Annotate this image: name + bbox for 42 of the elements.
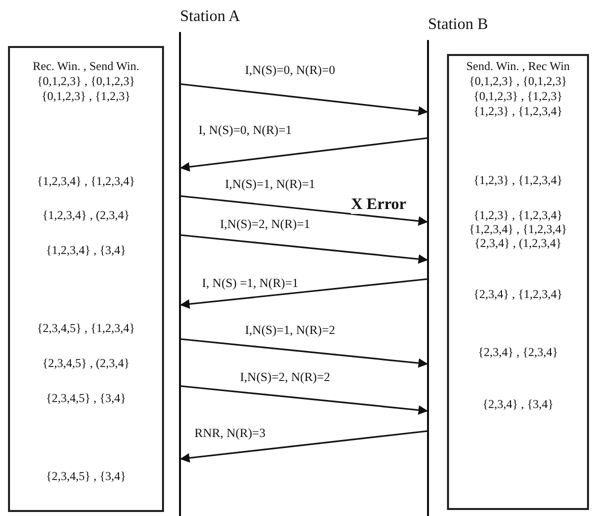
message-arrow	[180, 278, 428, 309]
window-state-text: {1,2,3} , {1,2,3,4}	[473, 173, 563, 187]
error-mark: X Error	[351, 196, 406, 214]
station-title: Station B	[428, 16, 488, 34]
column-heading: Send. Win. , Rec Win	[466, 59, 570, 73]
window-state-text: {2,3,4,5} , (2,3,4}	[42, 356, 130, 370]
window-state-text: {2,3,4} , {2,3,4}	[478, 345, 558, 359]
message-arrow	[180, 385, 428, 415]
window-state-text: {1,2,3,4} , (2,3,4}	[42, 208, 130, 222]
window-state-text: {0,1,2,3} , {1,2,3}	[41, 89, 131, 103]
edge-label: RNR, N(R)=3	[194, 426, 266, 440]
edge-label: I,N(S)=2, N(R)=2	[239, 370, 332, 384]
window-state-text: {0,1,2,3} , {1,2,3}	[473, 89, 563, 103]
message-arrow	[180, 234, 428, 264]
edge-label: I, N(S) =1, N(R)=1	[201, 276, 300, 290]
window-state-text: {1,2,3,4} , {3,4}	[46, 243, 126, 257]
message-arrow	[180, 338, 428, 368]
window-state-panel	[447, 54, 589, 510]
window-state-text: {2,3,4} , (1,2,3,4}	[474, 236, 562, 250]
message-arrow	[180, 195, 428, 226]
edge-label: I,N(S)=1, N(R)=2	[244, 323, 336, 337]
window-state-text: {2,3,4} , {3,4}	[482, 397, 554, 411]
edge-label: I, N(S)=0, N(R)=1	[198, 123, 293, 137]
window-state-text: {0,1,2,3} , {0,1,2,3}	[468, 74, 568, 88]
station-title: Station A	[180, 8, 240, 26]
edge-label: I,N(S)=0, N(R)=0	[244, 63, 336, 77]
column-heading: Rec. Win. , Send Win.	[32, 59, 140, 73]
edge-label: I,N(S)=2, N(R)=1	[219, 217, 312, 231]
window-state-text: {1,2,3,4} , {1,2,3,4}	[36, 174, 136, 188]
window-state-text: {1,2,3} , {1,2,3,4}	[473, 104, 563, 118]
window-state-panel	[8, 46, 164, 512]
message-arrow	[180, 430, 428, 463]
window-state-text: {2,3,4,5} , {1,2,3,4}	[36, 321, 136, 335]
window-state-text: {1,2,3} , {1,2,3,4}	[473, 208, 563, 222]
message-arrow	[180, 137, 428, 172]
message-arrow	[180, 83, 428, 116]
window-state-text: {2,3,4} , {1,2,3,4}	[473, 287, 563, 301]
window-state-text: {2,3,4,5} , {3,4}	[46, 391, 126, 405]
window-state-text: {0,1,2,3} , {0,1,2,3}	[36, 74, 136, 88]
window-state-text: {1,2,3,4} , {1,2,3,4}	[468, 222, 568, 236]
edge-label: I,N(S)=1, N(R)=1	[224, 177, 316, 191]
window-state-text: {2,3,4,5} , {3,4}	[46, 469, 126, 483]
